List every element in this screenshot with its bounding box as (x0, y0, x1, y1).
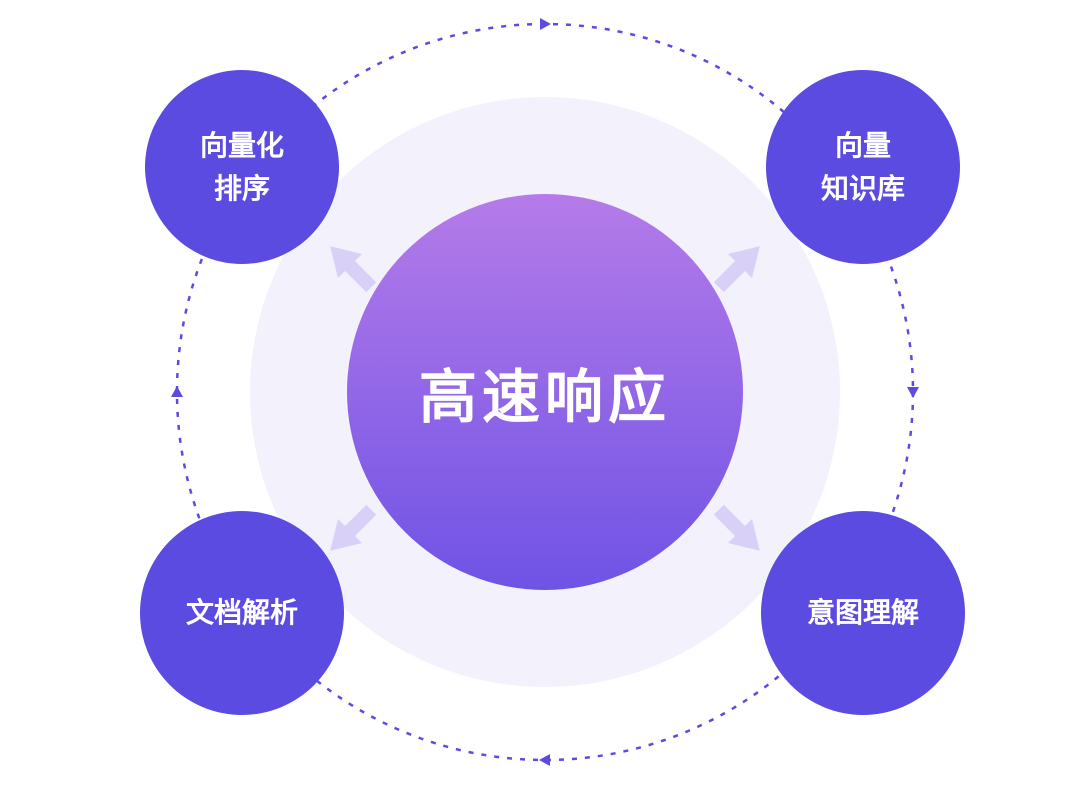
arrow-to-bottom-left-icon (330, 504, 377, 551)
node-intent-understanding: 意图理解 (761, 511, 965, 715)
node-document-parsing: 文档解析 (140, 511, 344, 715)
center-label: 高速响应 (418, 365, 671, 430)
node-label-line: 知识库 (820, 173, 905, 204)
orbit-arrow-bottom-icon (539, 754, 550, 766)
node-label-line: 向量化 (199, 129, 284, 161)
node-vectorized-sorting: 向量化 排序 (145, 70, 339, 264)
orbit-arrow-top-icon (540, 18, 551, 30)
node-label-line: 文档解析 (185, 597, 298, 629)
node-vector-knowledge-base: 向量 知识库 (766, 70, 960, 264)
center-node: 高速响应 (347, 194, 743, 590)
node-label-line: 意图理解 (806, 597, 919, 629)
arrow-to-top-right-icon (713, 246, 760, 293)
node-label-line: 向量 (834, 129, 891, 161)
orbit-arrow-right-icon (907, 387, 919, 398)
arrow-to-top-left-icon (330, 246, 377, 293)
node-label-line: 排序 (213, 173, 270, 204)
arrow-to-bottom-right-icon (713, 504, 760, 551)
orbit-arrow-left-icon (171, 386, 183, 397)
